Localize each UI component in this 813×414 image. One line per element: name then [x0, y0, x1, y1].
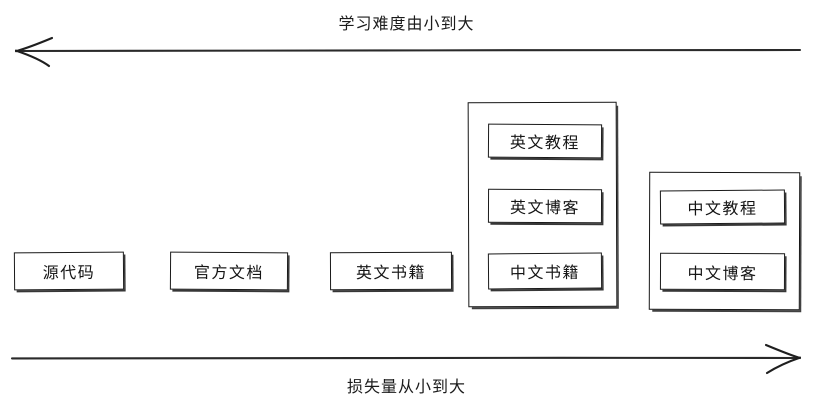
node-label: 源代码 — [42, 262, 96, 283]
left-arrow-icon — [14, 36, 802, 68]
node-english-books[interactable]: 英文书籍 — [329, 251, 453, 291]
node-official-docs[interactable]: 官方文档 — [169, 251, 289, 291]
bottom-axis-label: 损失量从小到大 — [346, 377, 466, 396]
node-english-tutorial[interactable]: 英文教程 — [487, 123, 603, 159]
node-label: 官方文档 — [193, 262, 265, 283]
node-source-code[interactable]: 源代码 — [13, 251, 125, 291]
node-chinese-tutorial[interactable]: 中文教程 — [659, 189, 786, 225]
node-chinese-books[interactable]: 中文书籍 — [487, 252, 603, 290]
node-label: 英文博客 — [509, 197, 581, 218]
top-axis-label: 学习难度由小到大 — [338, 14, 475, 33]
node-english-blog[interactable]: 英文博客 — [487, 188, 603, 224]
node-label: 英文书籍 — [355, 262, 427, 283]
node-chinese-blog[interactable]: 中文博客 — [659, 252, 786, 291]
node-label: 中文教程 — [687, 198, 758, 219]
node-label: 中文书籍 — [509, 262, 581, 283]
node-label: 中文博客 — [687, 263, 758, 283]
right-arrow-icon — [10, 343, 802, 375]
node-label: 英文教程 — [509, 132, 581, 153]
